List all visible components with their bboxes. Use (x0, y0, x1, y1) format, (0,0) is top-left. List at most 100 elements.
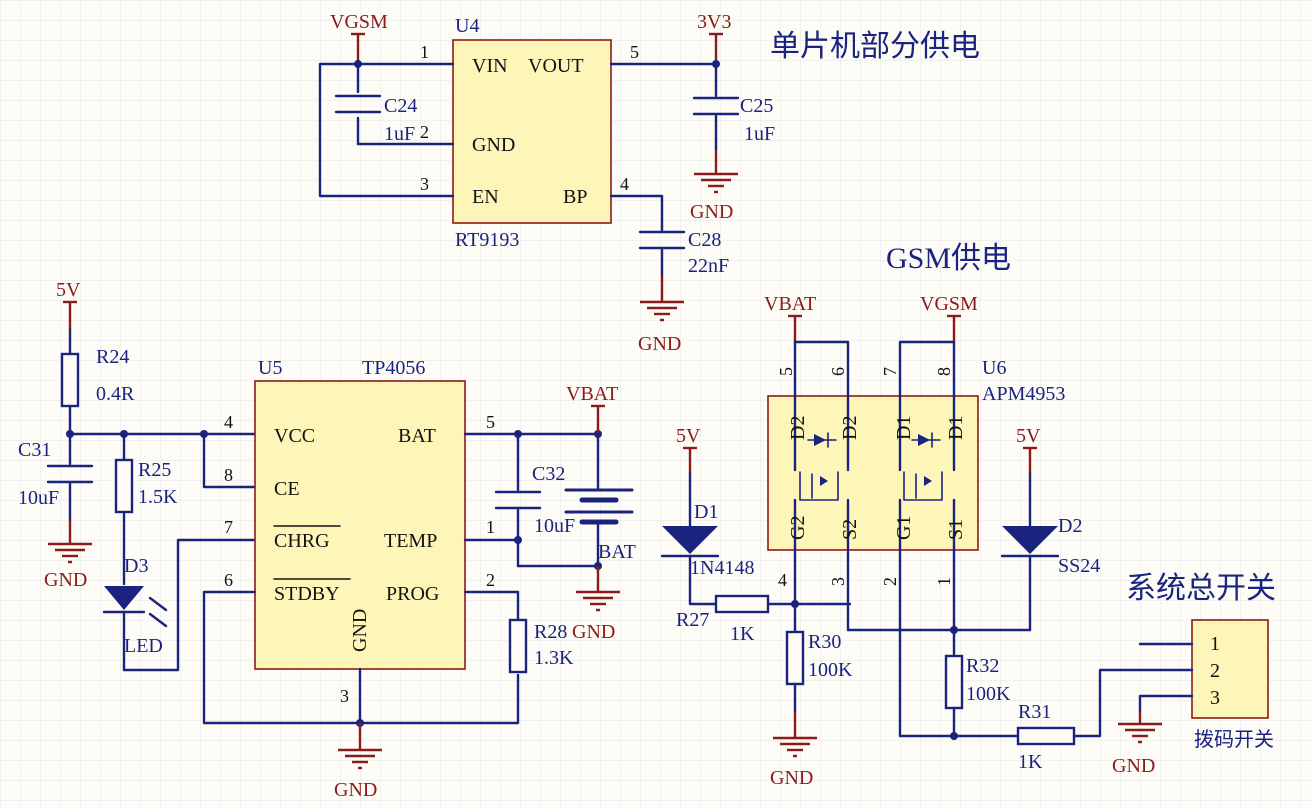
u6-pinnum-5: 5 (776, 367, 796, 376)
u6-pin-d1b: D1 (945, 416, 967, 440)
u5-pin-prog: PROG (386, 583, 439, 605)
u5-ref: U5 (258, 357, 282, 379)
c25-ref: C25 (740, 95, 773, 117)
u6-mosfet-2 (799, 432, 839, 501)
u4-pinnum-gnd: 2 (420, 122, 429, 142)
u6-pinnum-2: 2 (880, 577, 900, 586)
r24-body (60, 352, 80, 408)
u6-pinnum-1: 1 (934, 577, 954, 586)
r27-body (714, 594, 770, 614)
vbat-u6-label: VBAT (764, 293, 816, 315)
r27-ref: R27 (676, 609, 709, 631)
c31-ref: C31 (18, 439, 51, 461)
vgsm-u4-label: VGSM (330, 11, 388, 33)
vgsm-u6-label: VGSM (920, 293, 978, 315)
u4-pinnum-vout: 5 (630, 42, 639, 62)
vbat-u5-label: VBAT (566, 383, 618, 405)
d1-triangle (662, 526, 718, 554)
u5-pinnum-gnd: 3 (340, 686, 349, 706)
d3-value: LED (124, 635, 163, 657)
u6-pinnum-7: 7 (880, 367, 900, 376)
u6-pin-s2: S2 (839, 519, 861, 540)
u5-part: TP4056 (362, 357, 425, 379)
c28-value: 22nF (688, 255, 729, 277)
u4-ref: U4 (455, 15, 479, 37)
v5-d1-label: 5V (676, 425, 701, 447)
c32-value: 10uF (534, 515, 575, 537)
u6-pin-g2: G2 (787, 516, 809, 540)
switch-body (1191, 619, 1269, 719)
d3-led-triangle (104, 586, 144, 610)
u4-pinnum-bp: 4 (620, 174, 629, 194)
d1-value: 1N4148 (690, 557, 754, 579)
gnd-bat-label: GND (572, 621, 615, 643)
gnd-c31-label: GND (44, 569, 87, 591)
u6-section: U6 APM4953 VBAT VGSM 5 6 7 8 D2 D2 D1 D1 (764, 293, 1100, 773)
r27-value: 1K (730, 623, 755, 645)
u5-pin-stdby: STDBY (274, 583, 340, 605)
u4-body (452, 39, 612, 224)
r24-ref: R24 (96, 346, 129, 368)
switch-pin-3: 3 (1210, 687, 1220, 709)
r25-ref: R25 (138, 459, 171, 481)
r28-value: 1.3K (534, 647, 574, 669)
c28-ref: C28 (688, 229, 721, 251)
c25-value: 1uF (744, 123, 775, 145)
d2-ref: D2 (1058, 515, 1082, 537)
r30-ref: R30 (808, 631, 841, 653)
r31-ref: R31 (1018, 701, 1051, 723)
u5-pinnum-temp: 1 (486, 517, 495, 537)
r32-body (944, 654, 964, 710)
u4-pin-vin: VIN (472, 55, 508, 77)
u6-pin-d2a: D2 (787, 416, 809, 440)
switch-pin-2: 2 (1210, 660, 1220, 682)
r25-body (114, 458, 134, 514)
u5-pin-vcc: VCC (274, 425, 315, 447)
u6-pinnum-4: 4 (778, 570, 787, 590)
u6-mosfet-1 (903, 432, 943, 501)
u4-pinnum-vin: 1 (420, 42, 429, 62)
r31-body (1016, 726, 1076, 746)
r28-body (508, 618, 528, 674)
u4-pin-bp: BP (563, 186, 587, 208)
u5-pin-chrg: CHRG (274, 530, 330, 552)
title-main-switch: 系统总开关 (1126, 571, 1276, 606)
gnd-c25-label: GND (690, 201, 733, 223)
u4-pin-en: EN (472, 186, 499, 208)
r32-value: 100K (966, 683, 1011, 705)
v5-r24-label: 5V (56, 279, 81, 301)
r25-value: 1.5K (138, 486, 178, 508)
u5-pinnum-bat: 5 (486, 412, 495, 432)
r30-body (785, 630, 805, 686)
v3v3-label: 3V3 (697, 11, 731, 33)
u4-vin-wire (318, 62, 455, 198)
u6-pinnum-6: 6 (828, 367, 848, 376)
u5-body (254, 380, 466, 670)
c24-ref: C24 (384, 95, 417, 117)
gnd-switch-label: GND (1112, 755, 1155, 777)
c24-value: 1uF (384, 123, 415, 145)
u6-pin-d2b: D2 (839, 416, 861, 440)
u6-part: APM4953 (982, 383, 1065, 405)
switch-section: 1 2 3 拨码开关 GND (1072, 619, 1274, 777)
u5-pinnum-prog: 2 (486, 570, 495, 590)
u4-vin-junction (354, 60, 362, 68)
gnd-u5-label: GND (334, 779, 377, 801)
r31-value: 1K (1018, 751, 1043, 773)
title-mcu-power: 单片机部分供电 (770, 29, 980, 64)
c31-value: 10uF (18, 487, 59, 509)
u4-section: U4 RT9193 VIN VOUT GND EN BP 1 2 3 4 5 V… (318, 11, 775, 355)
u5-pinnum-chrg: 7 (224, 517, 233, 537)
gnd-c28-label: GND (638, 333, 681, 355)
u5-pinnum-ce: 8 (224, 465, 233, 485)
r28-ref: R28 (534, 621, 567, 643)
u6-pinnum-8: 8 (934, 367, 954, 376)
d1-ref: D1 (694, 501, 718, 523)
u5-pin-bat: BAT (398, 425, 436, 447)
u6-pin-d1a: D1 (893, 416, 915, 440)
r30-value: 100K (808, 659, 853, 681)
u5-pin-temp: TEMP (384, 530, 437, 552)
u5-pin-gnd: GND (349, 609, 371, 652)
d3-ref: D3 (124, 555, 148, 577)
